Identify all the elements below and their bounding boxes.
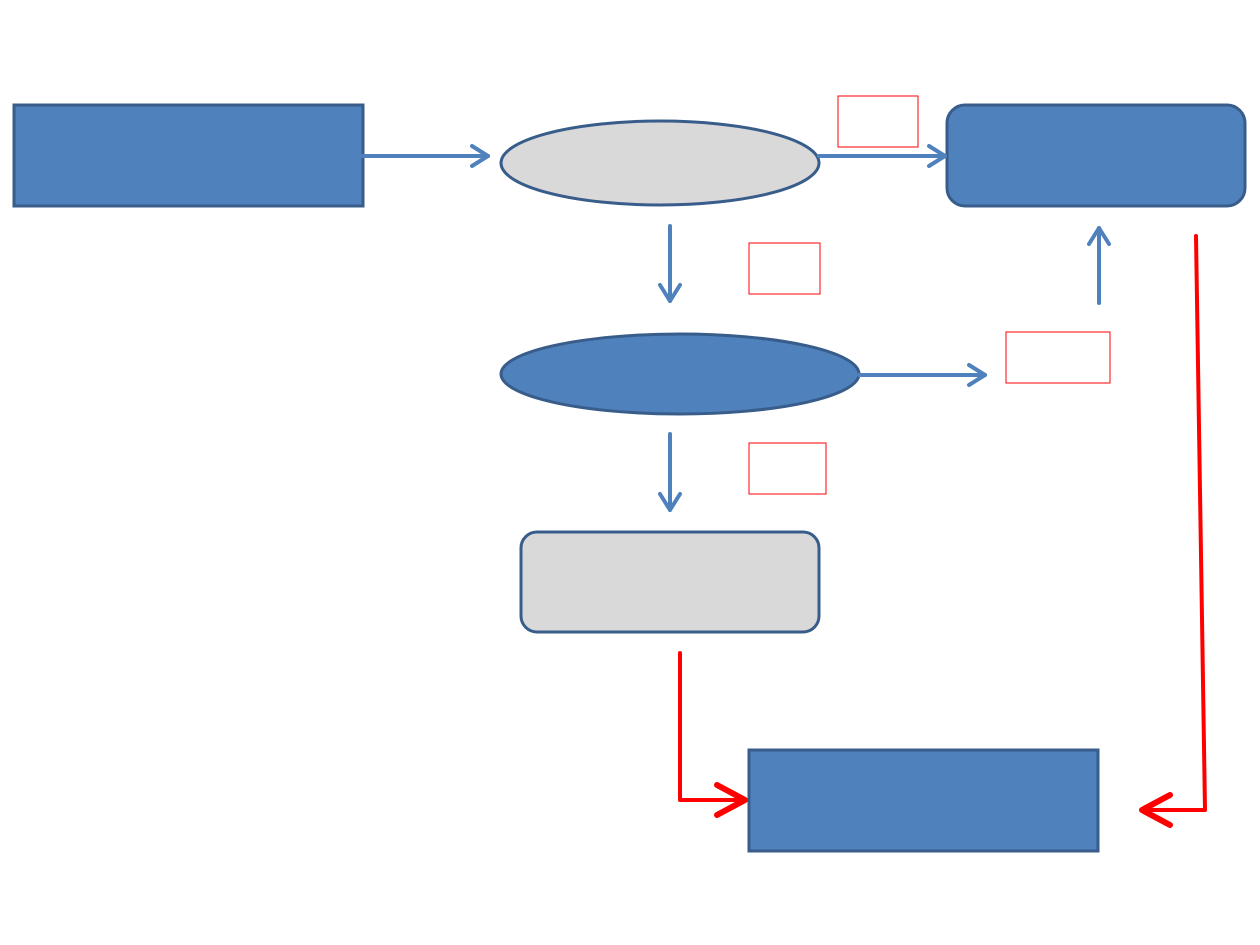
red-arrow-gray-box-to-bottom-box — [678, 651, 748, 818]
arrow-middle-ellipse-right — [857, 363, 987, 387]
node-top-ellipse — [499, 119, 821, 207]
node-bottom-box — [747, 748, 1100, 853]
source-box-shape — [12, 103, 365, 208]
middle-ellipse-shape — [499, 332, 861, 416]
edge-label-box-down-two — [748, 442, 827, 495]
edge-label-box-down-one — [748, 242, 821, 295]
top-ellipse-shape — [499, 119, 821, 207]
top-right-box-shape — [945, 103, 1247, 208]
arrow-top-ellipse-down — [658, 224, 682, 303]
node-gray-box — [519, 530, 821, 634]
node-top-right-box — [945, 103, 1247, 208]
edge-label-box-right-middle — [1005, 331, 1111, 384]
arrow-up-to-top-right-box — [1087, 226, 1111, 305]
gray-box-shape — [519, 530, 821, 634]
node-source-box — [12, 103, 365, 208]
arrow-source-to-top-ellipse — [361, 144, 490, 168]
arrow-top-ellipse-to-top-right-box — [817, 144, 947, 168]
edge-label-box-top-right — [837, 95, 919, 148]
red-arrow-top-right-box-to-bottom-box — [1139, 234, 1207, 828]
bottom-box-shape — [747, 748, 1100, 853]
arrow-middle-ellipse-down — [658, 432, 682, 512]
node-middle-ellipse — [499, 332, 861, 416]
